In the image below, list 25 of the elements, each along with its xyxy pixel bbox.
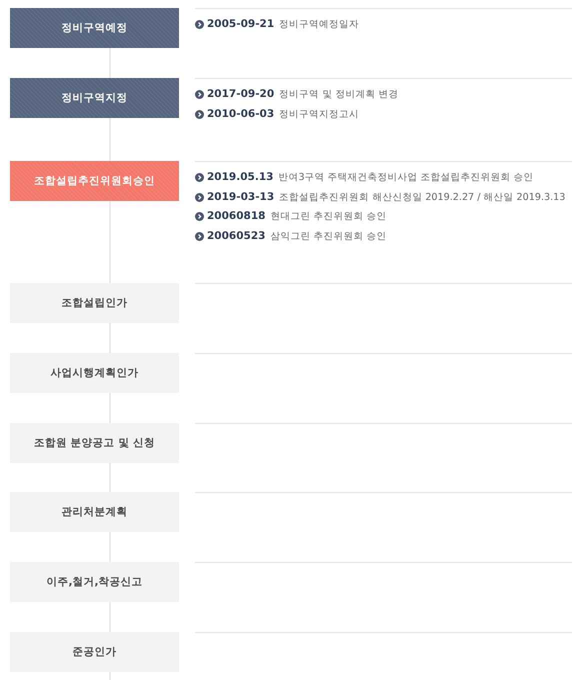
step-label: 준공인가 (72, 646, 116, 658)
step-box (10, 423, 179, 463)
step-label: 조합원 분양공고 및 신청 (34, 436, 155, 450)
timeline-entry: 20060523 삼익그린 추진위원회 승인 (207, 230, 387, 243)
step-box (10, 161, 179, 201)
timeline-entry: 2010-06-03 정비구역지정고시 (207, 108, 360, 121)
step-box (10, 492, 179, 532)
step-box (10, 78, 179, 118)
step-label: 조합설립인가 (62, 296, 128, 310)
step-label: 조합설립추진위원회승인 (34, 174, 155, 188)
step-box (10, 353, 179, 393)
step-box (10, 8, 179, 48)
step-box (10, 632, 179, 672)
step-label: 이주,철거,착공신고 (46, 576, 142, 588)
timeline-entry: 20060818 현대그린 추진위원회 승인 (207, 210, 387, 224)
timeline-entry: 2019.05.13 반여3구역 주택재건축정비사업 조합설립추진위원회 승인 (207, 171, 534, 184)
step-label: 사업시행계획인가 (50, 366, 138, 380)
step-label: 정비구역예정 (62, 22, 128, 34)
step-box (10, 283, 179, 323)
timeline-entry: 2017-09-20 정비구역 및 정비계획 변경 (207, 88, 398, 102)
timeline-entry: 2019-03-13 조합설립추진위원회 해산신청일 2019.2.27 / 해산일 2019.3.13 (207, 190, 566, 204)
step-box (10, 562, 179, 602)
timeline-entry: 2005-09-21 정비구역예정일자 (207, 18, 360, 32)
step-label: 관리처분계획 (62, 506, 128, 518)
step-label: 정비구역지정 (62, 92, 128, 104)
